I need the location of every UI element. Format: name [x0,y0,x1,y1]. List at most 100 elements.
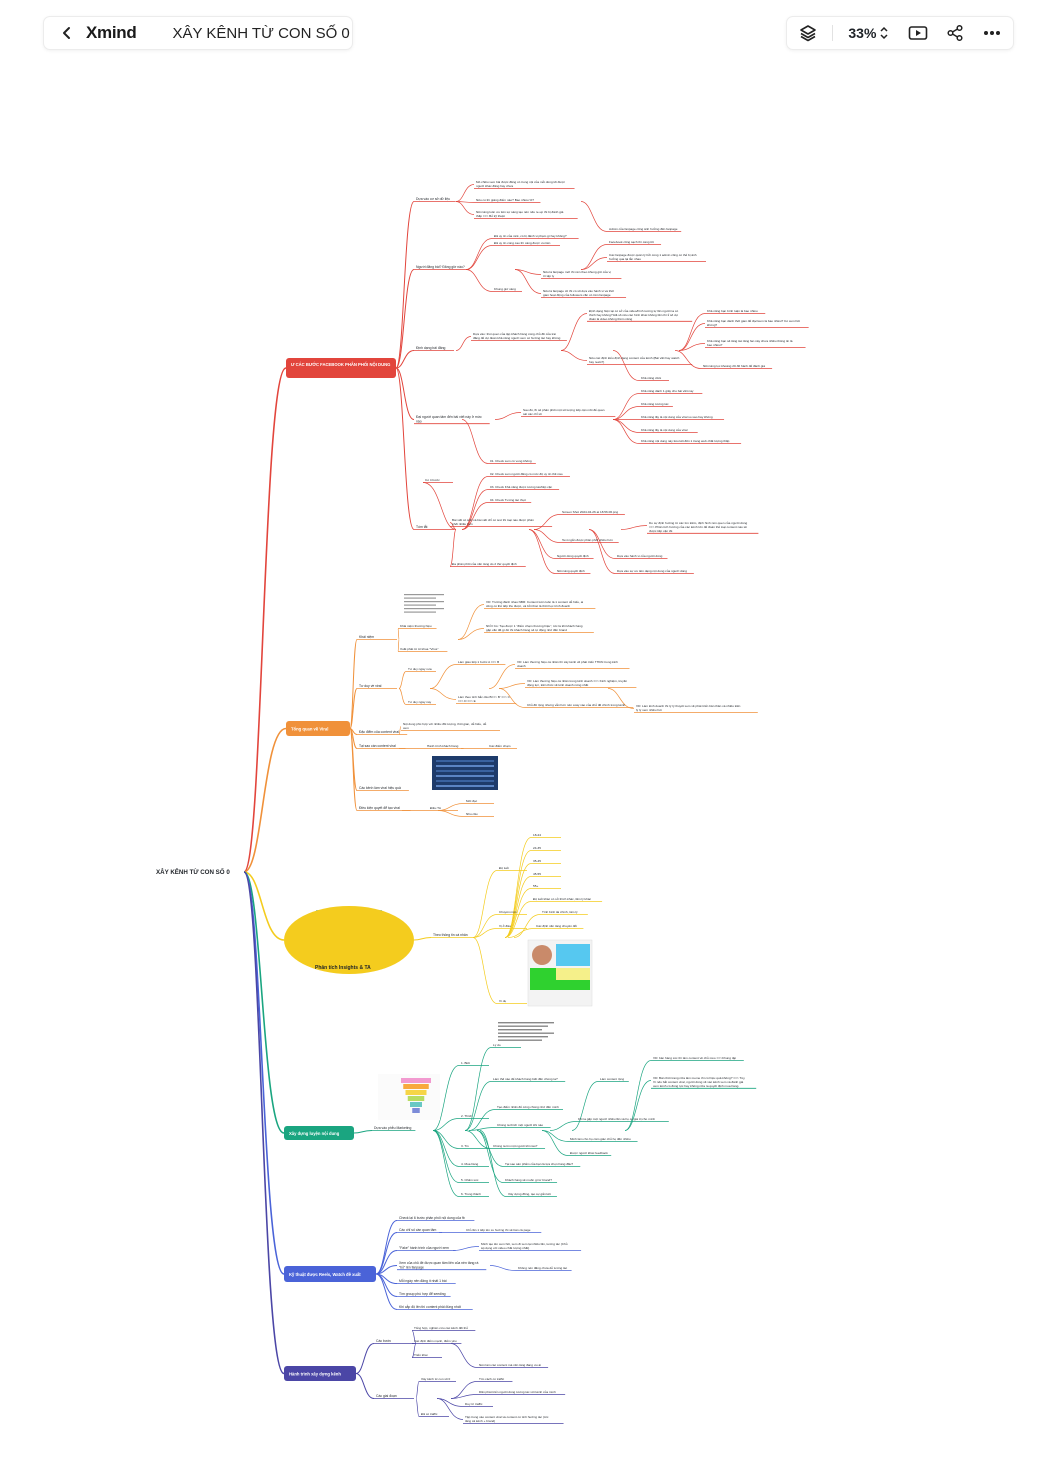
detail-label[interactable]: VD: Bán thời trang nữa làm meme thì có h… [653,1076,745,1088]
detail-label[interactable]: Tư duy ngày xưa [408,667,432,671]
detail-label[interactable]: Screen Shot 2024-04-26 at 18.56.06.png [562,510,618,514]
detail-label[interactable]: Đa phân phối của nền tảng do 2 thứ quyết… [452,562,517,566]
subtopic-label[interactable]: Theo thông tin cá nhân [433,933,468,937]
detail-label[interactable]: Các định nền tảng chuyên đổi [536,924,577,928]
detail-label[interactable]: Chúng ta tin một người khi nào? [493,1144,538,1148]
detail-label[interactable]: 5. Chăm sóc [461,1178,479,1182]
detail-label[interactable]: 2. Thích [461,1114,472,1118]
subtopic-label[interactable]: Các bước [376,1339,391,1343]
detail-label[interactable]: 3. Tin [461,1144,469,1148]
detail-label[interactable]: Bài viết có ảnh và bài viết chỉ có text … [452,518,534,526]
detail-label[interactable]: Khả năng bạn sẽ tăng tác tăng fan này ch… [707,339,793,347]
detail-label[interactable]: Khả năng click [641,376,662,380]
detail-label[interactable]: Khung giờ vàng [494,287,516,291]
detail-label[interactable]: Dựa vào sự ưu tiên dạng nội dung của ngư… [617,569,687,573]
detail-label[interactable]: Khả năng lấy là nội dung của viral [641,428,688,432]
detail-label[interactable]: Khi ta gặp một người nhiều lần và họ có … [578,1117,655,1121]
detail-label[interactable]: Nội dung phù hợp với nhiều đối tượng, th… [403,721,487,730]
detail-label[interactable]: Nếu các định kiểu định dạng content của … [589,356,680,364]
subtopic-label[interactable]: Dựa vào phễu Marketing [374,1125,411,1130]
root-topic[interactable]: XÂY KÊNH TỪ CON SỐ 0 [156,868,230,876]
detail-label[interactable]: Có 4 bước [425,478,440,482]
detail-label[interactable]: Lý do [493,1043,501,1047]
detail-label[interactable]: VD: bán hàng xúc thì làm content về chủ … [653,1056,736,1060]
subtopic-label[interactable]: Các kênh làm viral hiệu quả [359,786,401,790]
detail-label[interactable]: Xác định điểm mạnh, điểm yếu [414,1339,457,1343]
document-title[interactable]: XÂY KÊNH TỪ CON SỐ 0 [172,24,350,42]
detail-label[interactable]: 55+ [533,884,538,888]
detail-label[interactable]: Làm giàu tiếp 1 bước A ==> B [458,660,499,664]
detail-label[interactable]: Các điểm chạm [489,744,511,748]
share-button[interactable] [942,20,968,46]
detail-label[interactable]: VD: Làm kinh doanh thì lý lý thuyết xem … [636,704,741,712]
detail-label[interactable]: 03. Check Khả năng được tương tác/tiếp c… [490,485,552,489]
detail-label[interactable]: 35-45 [533,859,541,863]
detail-label[interactable]: Nền tảng lọc khoảng 20-30 hành để đánh g… [703,364,765,368]
subtopic-label[interactable]: Các chỉ số cần quan tâm [399,1228,436,1232]
detail-label[interactable]: Độ tuổi [499,866,509,870]
main-topic-node[interactable] [284,906,414,974]
detail-label[interactable]: Xuất phát từ từ khoa "Virus" [400,647,438,651]
detail-label[interactable]: Nếu có thì giảng điểm nào? Bao nhiêu %? [476,198,534,202]
detail-label[interactable]: Do sự định hướng từ các tìm kiếm, định h… [649,521,747,533]
subtopic-label[interactable]: Tư duy về viral [359,684,382,688]
subtopic-label[interactable]: Đặc điểm của content viral [359,730,399,734]
detail-label[interactable]: Khả năng tương tác [641,402,669,406]
subtopic-label[interactable]: Các giai đoạn [376,1394,397,1398]
subtopic-label[interactable]: Check lại 6 bước phân phối nội dung của … [399,1216,465,1220]
detail-label[interactable]: Minh làm cho họ cảm giác chủ họ đến nhiề… [570,1137,631,1141]
detail-label[interactable]: Đã uy tín cùng cao thì càng được ưu tiên [494,241,551,245]
detail-label[interactable]: Nếu là fanpage mới thì nên theo khung gi… [543,270,611,278]
detail-label[interactable]: 04. Check Tương tác thực [490,498,527,502]
detail-label[interactable]: Khả năng bạn bình luận là bao nhiêu [707,309,758,313]
detail-label[interactable]: Chủ đề rộng nhưng vẫn hơn nên xoáy vào c… [527,702,625,707]
detail-label[interactable]: Triển khai [414,1353,428,1357]
main-topic-node[interactable] [286,721,350,736]
detail-label[interactable]: Xây kênh từ con số 0 [421,1377,451,1381]
detail-label[interactable]: 24-35 [533,846,541,850]
detail-label[interactable]: Dần phát triển người dùng tương tác với … [479,1390,556,1394]
more-button[interactable] [979,20,1005,46]
detail-label[interactable]: Làm content rộng [600,1077,624,1081]
detail-label[interactable]: Các fanpage được quản lý bởi cùng 1 admi… [609,253,697,261]
subtopic-label[interactable]: Dựa vào cơ sở dữ liệu [416,197,450,201]
detail-label[interactable]: Mô chiều xem bài được đăng có trong nội … [476,179,565,188]
detail-label[interactable]: 18-24 [533,833,541,837]
detail-label[interactable]: Chúng ta thích một người khi nào [497,1123,543,1127]
detail-label[interactable]: Được người khác feedback [570,1151,608,1155]
subtopic-label[interactable]: Tại sao cần content viral [359,744,396,748]
detail-label[interactable]: Duy trì traffic [465,1402,483,1406]
detail-label[interactable]: Hành trình khách hàng [427,744,459,748]
main-topic-label[interactable]: Ư CÁC BƯỚC FACEBOOK PHÂN PHỐI NỘI DUNG [291,362,390,367]
detail-label[interactable]: Khả năng nội dung này tiêu kết đến 1 tra… [641,439,730,443]
subtopic-label[interactable]: Tìm group phù hợp để seeding [399,1292,446,1296]
detail-label[interactable]: Đã uy tín của nick, có bị đánh vi phạm g… [494,234,567,238]
subtopic-label[interactable]: Khái niệm [359,635,374,639]
detail-label[interactable]: VD: Làm thương hiệu cá nhân trong kinh d… [527,679,627,687]
detail-label[interactable]: Không nên đăng chưa dễ tương tác [518,1265,568,1270]
detail-label[interactable]: Điều TA [430,806,442,810]
subtopic-label[interactable]: Xem của chủ đề được quan tâm liên của nề… [399,1261,478,1269]
detail-label[interactable]: Khái niệm thương hiệu [400,624,432,628]
detail-label[interactable]: Tập trung vào content viral và content c… [465,1415,549,1423]
detail-label[interactable]: Text ngắn được phân phối nhiều hơn [562,537,613,542]
detail-label[interactable]: Khả năng bạn dành thời gian để đọc/xem l… [707,319,800,327]
layers-button[interactable] [795,20,821,46]
detail-label[interactable]: Làm thế nào để khách hàng biết đến chúng… [493,1077,558,1081]
subtopic-label[interactable]: "Fake" hành trình của người xem [399,1246,449,1250]
main-topic-label[interactable]: Tổng quan về Viral [291,726,328,731]
subtopic-label[interactable]: Đại người quan tâm đến bài viết này ở mứ… [416,415,482,423]
detail-label[interactable]: Nhu cầu [466,812,478,816]
main-topic-node[interactable] [286,358,396,378]
detail-label[interactable]: Đã có traffic [421,1412,438,1416]
detail-label[interactable]: Khả năng dành 1 giây cho bài viết này [641,389,694,393]
detail-label[interactable]: Nhỉ F bò: Tạo được 1 "điểm chạm thương h… [486,624,583,632]
detail-label[interactable]: Tổng hợp, nghiên cứu các kênh đối thủ [414,1326,468,1330]
detail-label[interactable]: Chuyên môn [499,910,517,914]
subtopic-label[interactable]: Khi cắp độ lên thì content phải đúng nhấ… [399,1304,461,1309]
detail-label[interactable]: Người dùng quyết định [557,554,589,558]
detail-label[interactable]: Nếu là fanpage cũ thì có số dựa vào hành… [543,289,614,297]
detail-label[interactable]: Tính bình tài chính, tâm lý [542,910,578,914]
detail-label[interactable]: Sau đó, fb sẽ phân phối một số lượng tiế… [523,408,605,416]
